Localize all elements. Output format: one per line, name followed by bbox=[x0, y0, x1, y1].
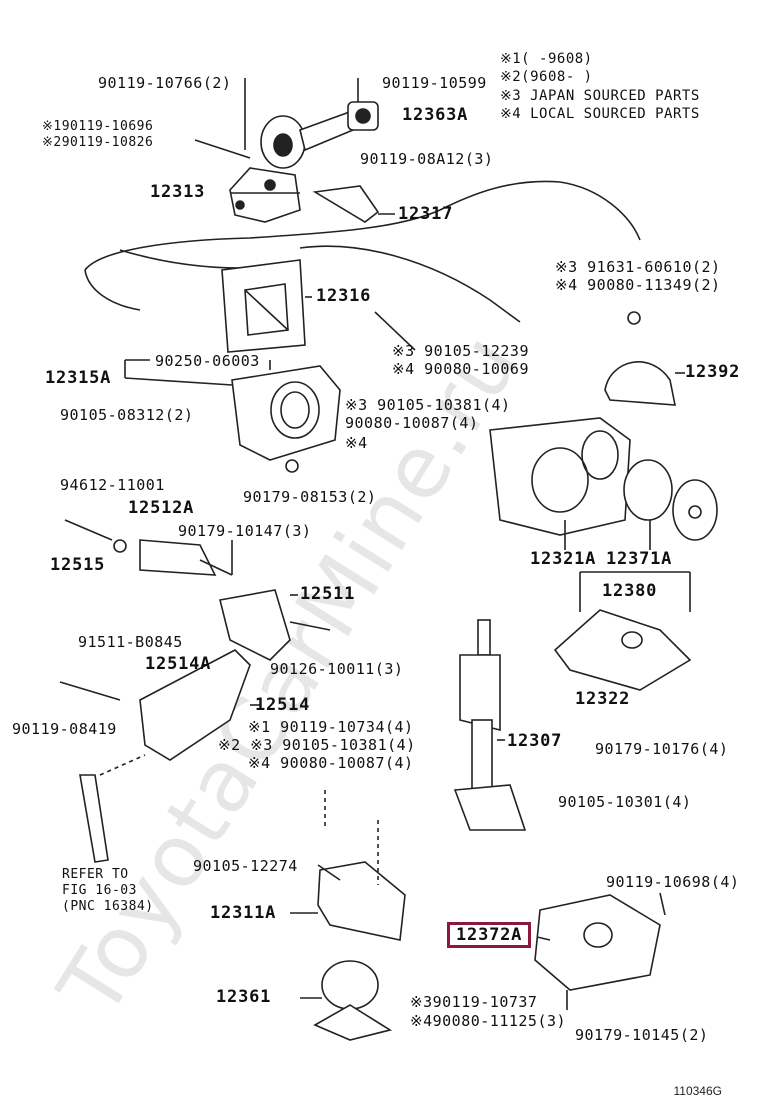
label-12361: 12361 bbox=[216, 987, 272, 1007]
part-12307-drawing bbox=[453, 619, 527, 831]
drawing-code: 110346G bbox=[673, 1084, 723, 1098]
label-12313: 12313 bbox=[150, 182, 206, 202]
part-12514-drawing bbox=[139, 649, 251, 761]
label-12372A-highlighted[interactable]: 12372A bbox=[447, 922, 532, 948]
label-90105-08312: 90105-08312(2) bbox=[60, 406, 194, 424]
part-12313-drawing bbox=[229, 167, 301, 223]
label-12317: 12317 bbox=[398, 204, 454, 224]
label-90179-10147: 90179-10147(3) bbox=[178, 522, 312, 540]
label-90105-12239: ※3 90105-12239 bbox=[392, 342, 529, 360]
label-90119-10599: 90119-10599 bbox=[382, 74, 487, 92]
note-4: ※4 LOCAL SOURCED PARTS bbox=[500, 106, 700, 122]
label-12514A: 12514A bbox=[145, 654, 212, 674]
label-290119-10826: ※290119-10826 bbox=[42, 135, 154, 150]
part-12371A-drawing bbox=[623, 459, 673, 521]
label-90105-10381-b: ※2 ※3 90105-10381(4) bbox=[218, 736, 416, 754]
engine-outline bbox=[84, 180, 641, 271]
label-90119-10698: 90119-10698(4) bbox=[606, 873, 740, 891]
part-12361-drawing bbox=[300, 960, 393, 1041]
part-12316-drawing bbox=[221, 259, 306, 353]
label-12514: 12514 bbox=[255, 695, 311, 715]
label-90080-10087-b: ※4 90080-10087(4) bbox=[248, 754, 414, 772]
label-90080-11125: ※490080-11125(3) bbox=[410, 1012, 567, 1030]
part-12317-drawing bbox=[312, 185, 380, 223]
label-12515: 12515 bbox=[50, 555, 106, 575]
label-90179-10145: 90179-10145(2) bbox=[575, 1026, 709, 1044]
label-90080-10087-a: 90080-10087(4) bbox=[345, 414, 479, 432]
label-90250-06003: 90250-06003 bbox=[155, 352, 260, 370]
label-12311A: 12311A bbox=[210, 903, 277, 923]
refer-line-2: FIG 16-03 bbox=[62, 883, 137, 898]
label-90119-10734: ※1 90119-10734(4) bbox=[248, 718, 414, 736]
note-3: ※3 JAPAN SOURCED PARTS bbox=[500, 88, 700, 104]
label-90179-10176: 90179-10176(4) bbox=[595, 740, 729, 758]
refer-line-1: REFER TO bbox=[62, 867, 129, 882]
part-12363A-drawing bbox=[260, 101, 379, 169]
label-12322: 12322 bbox=[575, 689, 631, 709]
label-90105-10301: 90105-10301(4) bbox=[558, 793, 692, 811]
part-12311A-drawing bbox=[317, 861, 406, 941]
label-94612-11001: 94612-11001 bbox=[60, 476, 165, 494]
label-90105-10381-a: ※3 90105-10381(4) bbox=[345, 396, 511, 414]
label-90080-11349: ※4 90080-11349(2) bbox=[555, 276, 721, 294]
part-12315A-drawing bbox=[231, 365, 341, 461]
label-91511-B0845: 91511-B0845 bbox=[78, 633, 183, 651]
label-12371A: 12371A bbox=[606, 549, 673, 569]
part-12380-drawing bbox=[672, 479, 718, 541]
label-12512A: 12512A bbox=[128, 498, 195, 518]
label-12363A: 12363A bbox=[402, 105, 469, 125]
label-90119-08419: 90119-08419 bbox=[12, 720, 117, 738]
label-12511: 12511 bbox=[300, 584, 356, 604]
part-12511-drawing bbox=[219, 589, 291, 661]
note-1: ※1( -9608) bbox=[500, 51, 593, 67]
label-90126-10011: 90126-10011(3) bbox=[270, 660, 404, 678]
label-12392: 12392 bbox=[685, 362, 741, 382]
label-90105-12274: 90105-12274 bbox=[193, 857, 298, 875]
label-90179-08153: 90179-08153(2) bbox=[243, 488, 377, 506]
refer-line-3: (PNC 16384) bbox=[62, 899, 154, 914]
part-12321A-drawing bbox=[489, 417, 631, 536]
label-12316: 12316 bbox=[316, 286, 372, 306]
label-91631-60610: ※3 91631-60610(2) bbox=[555, 258, 721, 276]
label-12380: 12380 bbox=[602, 581, 658, 601]
label-90080-10069: ※4 90080-10069 bbox=[392, 360, 529, 378]
label-12321A: 12321A bbox=[530, 549, 597, 569]
label-190119-10696: ※190119-10696 bbox=[42, 119, 154, 134]
label-mark-4: ※4 bbox=[345, 434, 368, 452]
label-90119-10766: 90119-10766(2) bbox=[98, 74, 232, 92]
label-12315A: 12315A bbox=[45, 368, 112, 388]
note-2: ※2(9608- ) bbox=[500, 69, 593, 85]
part-12322-drawing bbox=[553, 609, 692, 691]
label-90119-08A12: 90119-08A12(3) bbox=[360, 150, 494, 168]
label-90119-10737: ※390119-10737 bbox=[410, 993, 538, 1011]
part-12392-drawing bbox=[604, 361, 676, 406]
label-12307: 12307 bbox=[507, 731, 563, 751]
part-12512A-drawing bbox=[139, 539, 217, 576]
